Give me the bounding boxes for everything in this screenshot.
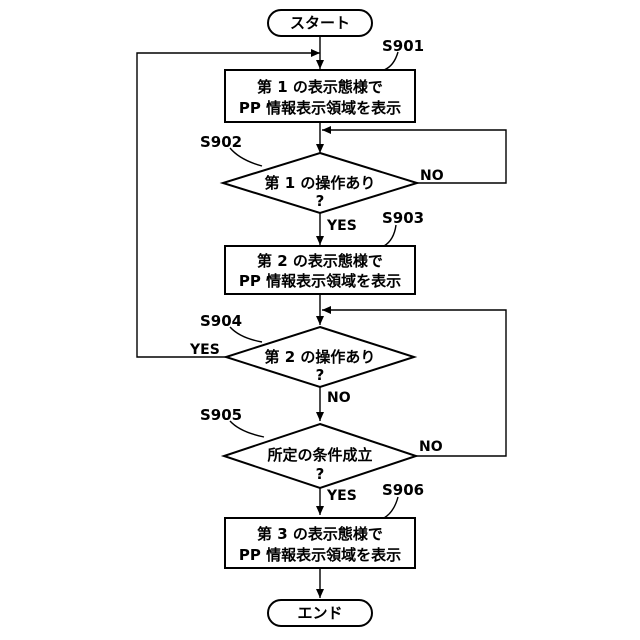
- s903-text-line1: 第 2 の表示態様で: [257, 252, 383, 270]
- s904-yes-label: YES: [189, 342, 220, 358]
- s905-yes-label: YES: [326, 488, 357, 504]
- s902-text-line2: ?: [316, 192, 325, 210]
- s904-text-line2: ?: [316, 366, 325, 384]
- step-id-s903: S903: [382, 209, 424, 227]
- s902-no-label: NO: [420, 168, 444, 184]
- s901-text-line1: 第 1 の表示態様で: [257, 78, 383, 96]
- step-id-s906: S906: [382, 481, 424, 499]
- s905-text-line2: ?: [316, 465, 325, 483]
- s905-no-label: NO: [419, 439, 443, 455]
- s906-text-line2: PP 情報表示領域を表示: [239, 546, 401, 564]
- s905-text-line1: 所定の条件成立: [267, 446, 372, 464]
- step-id-s905: S905: [200, 406, 242, 424]
- start-label: スタート: [290, 14, 350, 32]
- leader-s903: [384, 225, 396, 246]
- step-id-s901: S901: [382, 37, 424, 55]
- s902-yes-label: YES: [326, 218, 357, 234]
- s902-text-line1: 第 1 の操作あり: [265, 174, 376, 192]
- s904-no-label: NO: [327, 390, 351, 406]
- step-id-s904: S904: [200, 312, 242, 330]
- end-label: エンド: [297, 604, 342, 622]
- s904-text-line1: 第 2 の操作あり: [265, 348, 376, 366]
- step-id-s902: S902: [200, 133, 242, 151]
- s901-text-line2: PP 情報表示領域を表示: [239, 99, 401, 117]
- s906-text-line1: 第 3 の表示態様で: [257, 525, 383, 543]
- leader-s906: [384, 497, 398, 518]
- s903-text-line2: PP 情報表示領域を表示: [239, 272, 401, 290]
